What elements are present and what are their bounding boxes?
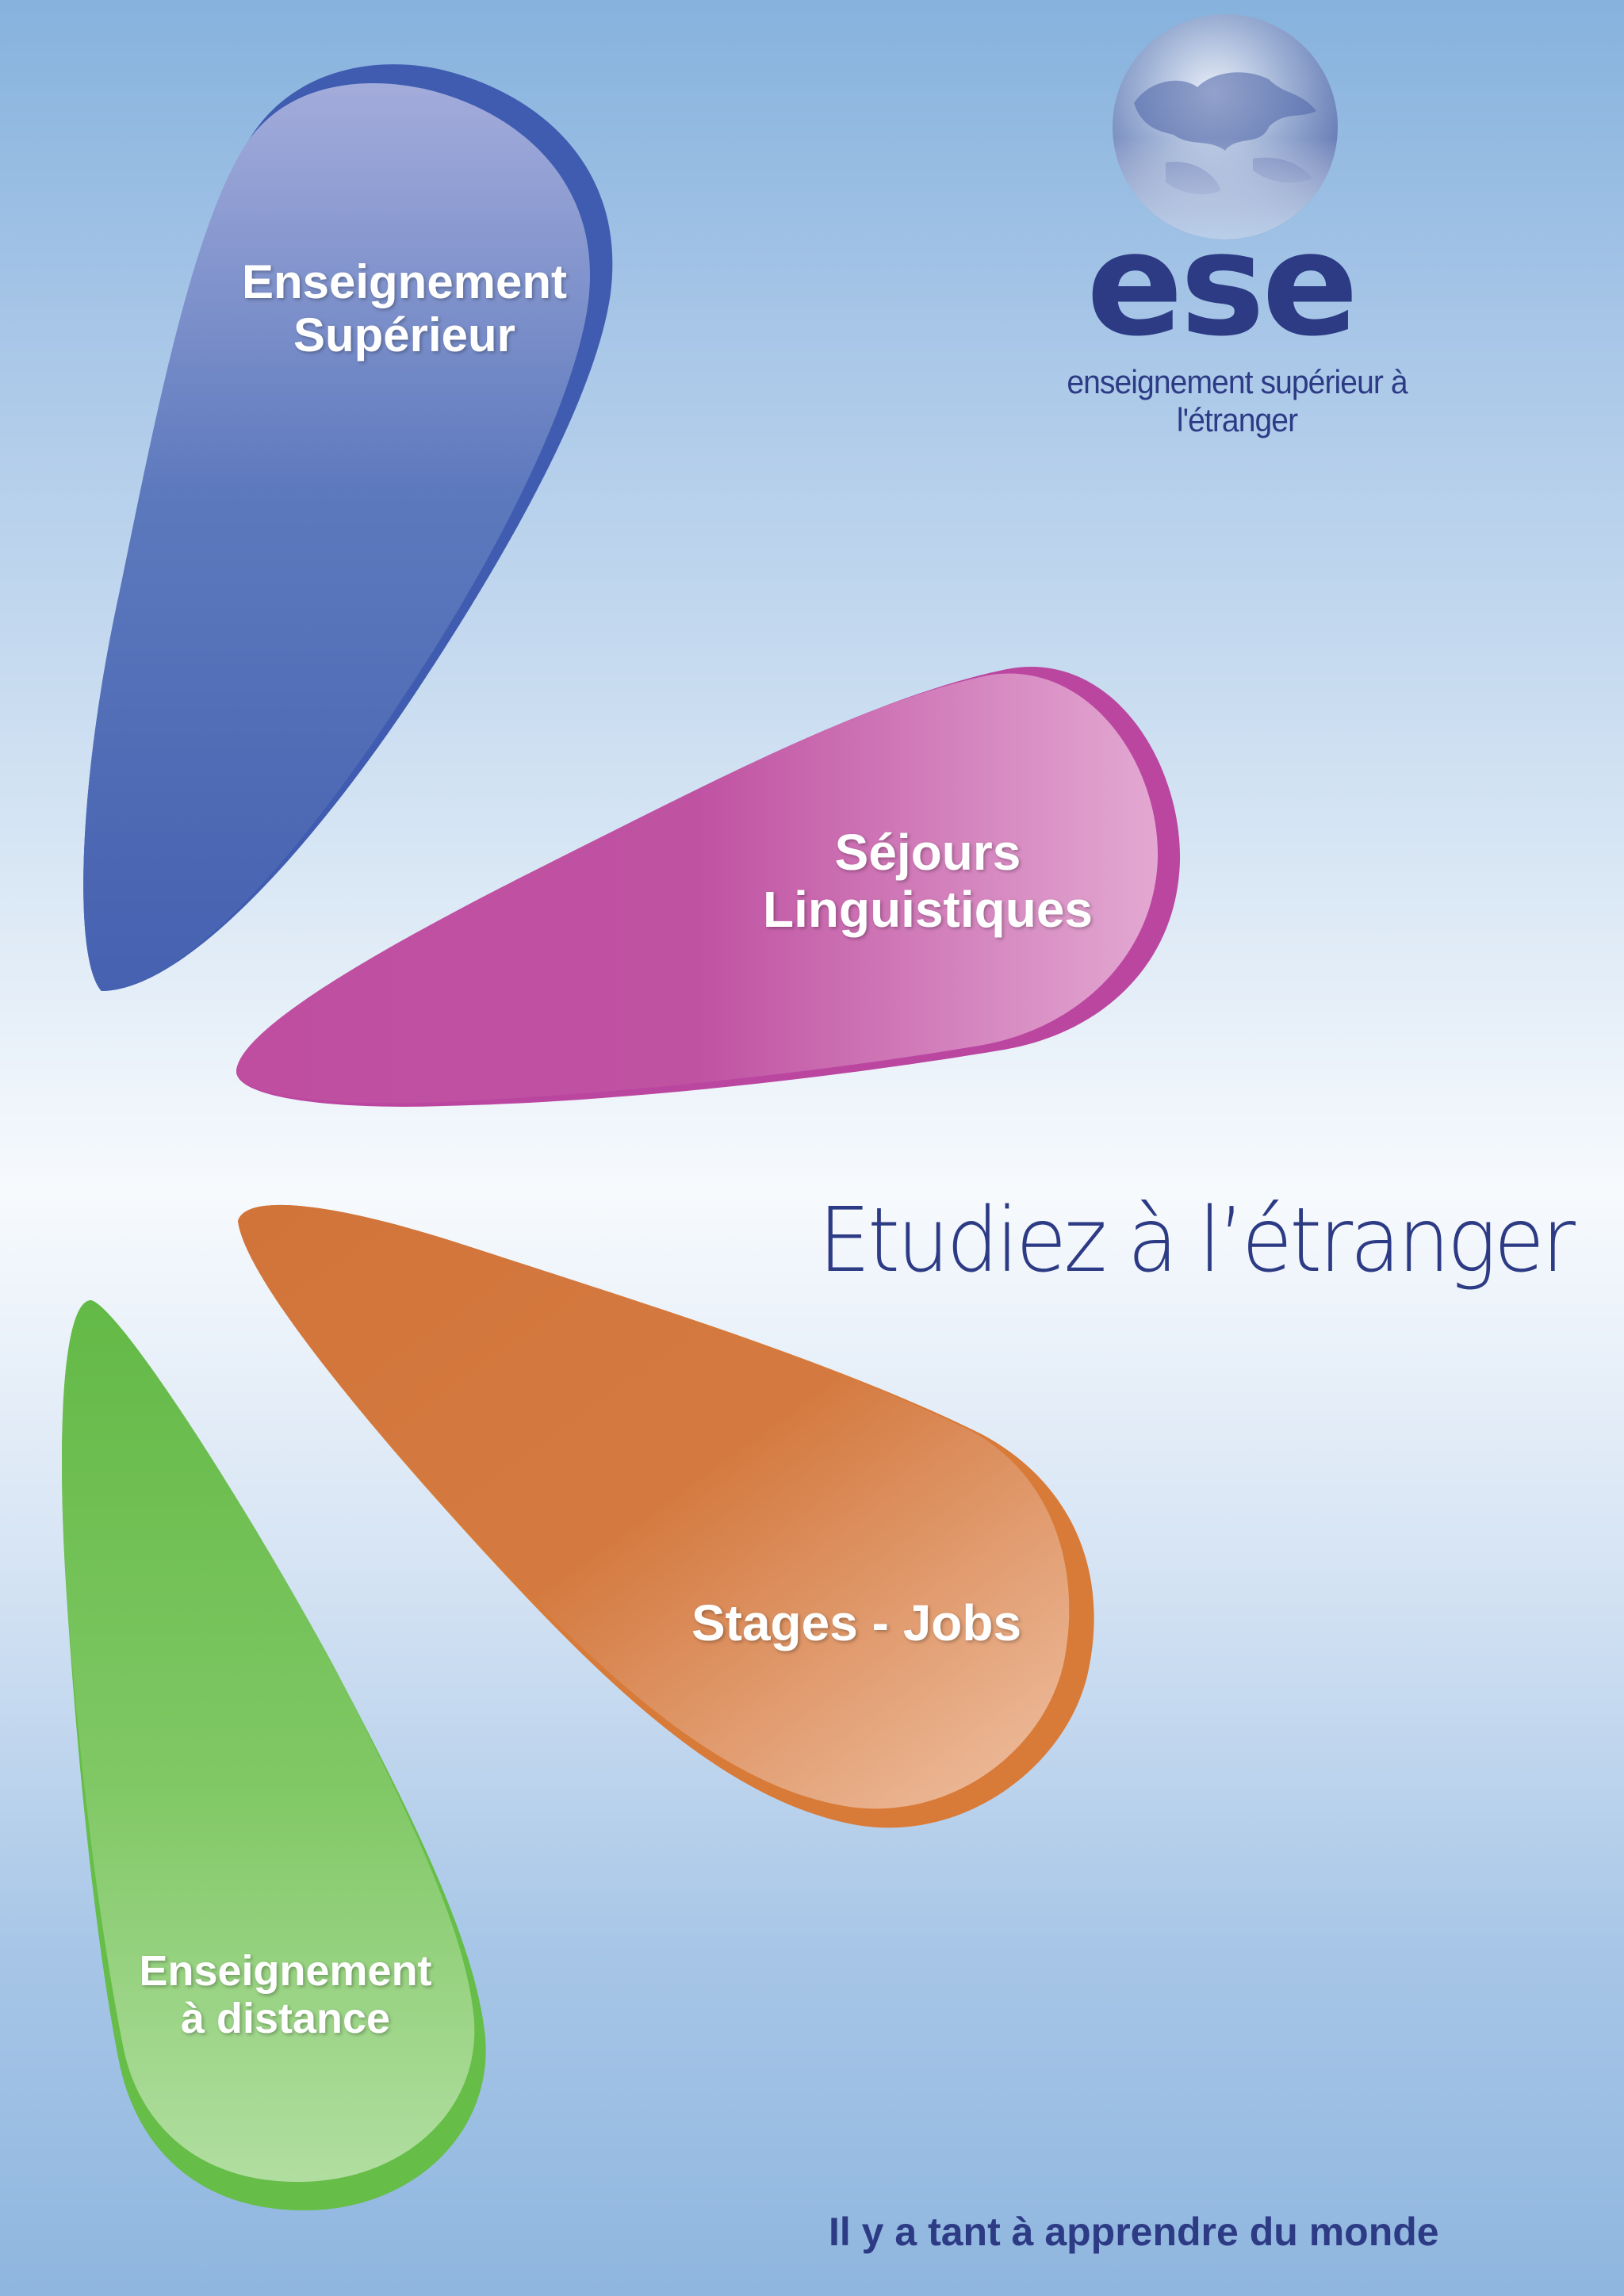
- petal-body: [236, 673, 1159, 1104]
- globe-icon: [1113, 14, 1338, 239]
- page-headline: Etudiez à l’étranger: [818, 1189, 1576, 1292]
- petal-sejours-linguistiques[interactable]: [236, 667, 1181, 1107]
- petal-body: [62, 1300, 475, 2183]
- petal-body: [83, 83, 591, 991]
- petal-enseignement-superieur[interactable]: [83, 64, 613, 991]
- petal-label-enseignement-superieur[interactable]: Enseignement Supérieur: [241, 255, 568, 362]
- petal-body: [238, 1204, 1070, 1809]
- logo-tagline: enseignement supérieur à l'étranger: [1067, 363, 1408, 438]
- petal-stages-jobs[interactable]: [238, 1204, 1094, 1828]
- logo-wordmark: ese: [1086, 202, 1358, 368]
- footer-slogan: Il y a tant à apprendre du monde: [829, 2210, 1439, 2254]
- petal-label-sejours-linguistiques[interactable]: Séjours Linguistiques: [763, 824, 1093, 938]
- petal-label-stages-jobs[interactable]: Stages - Jobs: [691, 1594, 1022, 1651]
- petal-enseignement-distance[interactable]: [62, 1300, 486, 2211]
- petal-label-enseignement-distance[interactable]: Enseignement à distance: [139, 1947, 432, 2043]
